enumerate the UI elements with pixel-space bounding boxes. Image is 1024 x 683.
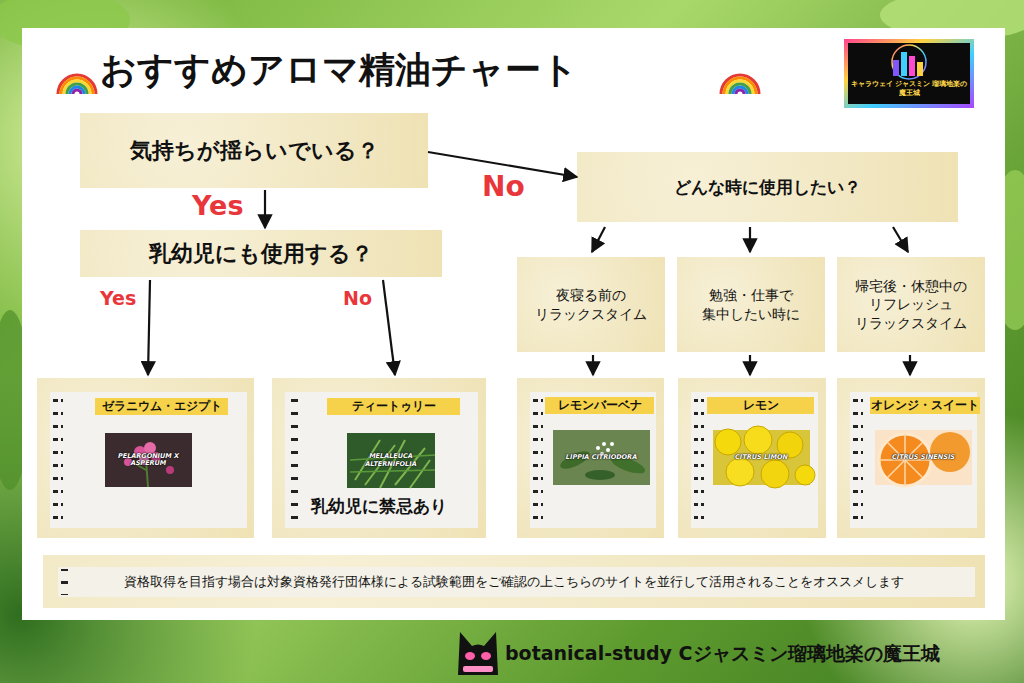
logo	[846, 41, 972, 106]
oil-name: ティートゥリー	[327, 398, 460, 415]
flow-arrow	[383, 280, 395, 375]
flow-arrow	[909, 355, 911, 375]
oil-name: ゼラニウム・エジプト	[95, 398, 228, 415]
botanical-name: CITRUS LIMON	[713, 430, 810, 485]
rainbow-icon	[58, 75, 96, 94]
flow-arrow	[592, 227, 605, 252]
oil-card: ティートゥリー MELALEUCA ALTERNIFOLIA 乳幼児に禁忌あり	[272, 378, 486, 538]
caution-note: 乳幼児に禁忌あり	[272, 494, 486, 518]
flow-arrow	[148, 280, 150, 375]
chart-title: おすすめアロマ精油チャート	[100, 46, 578, 95]
flow-arrow	[592, 355, 594, 375]
botanical-name: CITRUS SINENSIS	[875, 430, 972, 485]
scene-box: 帰宅後・休憩中の リフレッシュ リラックスタイム	[837, 257, 985, 352]
oil-card: ゼラニウム・エジプト PELARGONIUM X ASPERUM	[37, 378, 254, 538]
note-band: 資格取得を目指す場合は対象資格発行団体様による試験範囲をご確認の上こちらのサイト…	[43, 555, 985, 608]
node-text: 勉強・仕事で 集中したい時に	[687, 286, 815, 322]
node-text: どんな時に使用したい？	[674, 176, 861, 199]
rainbow-icon	[721, 75, 759, 94]
flow-arrow	[264, 190, 266, 228]
oil-card: レモンバーベナ LIPPIA CITRIODORA	[517, 378, 664, 538]
branch-label: No	[343, 287, 372, 309]
branch-label: Yes	[100, 287, 136, 309]
botanical-name: MELALEUCA ALTERNIFOLIA	[347, 433, 435, 488]
flow-arrow	[749, 355, 751, 375]
botanical-name: PELARGONIUM X ASPERUM	[105, 433, 192, 487]
node-text: 帰宅後・休憩中の リフレッシュ リラックスタイム	[847, 277, 975, 332]
oil-card: オレンジ・スイート CITRUS SINENSIS	[837, 378, 985, 538]
node-text: 乳幼児にも使用する？	[149, 239, 373, 269]
oil-name: レモンバーベナ	[545, 397, 654, 414]
flow-arrow	[749, 227, 751, 252]
logo-text: キャラウェイ ジャスミン 瑠璃地楽の魔王城	[848, 80, 970, 98]
oil-name: レモン	[707, 397, 814, 414]
scene-box: 勉強・仕事で 集中したい時に	[677, 257, 825, 352]
question-box: 気持ちが揺らいでいる？	[80, 113, 428, 188]
question-box: どんな時に使用したい？	[577, 152, 958, 222]
white-panel	[22, 28, 1005, 620]
branch-label: Yes	[192, 190, 243, 221]
oil-card: レモン CITRUS LIMON	[678, 378, 826, 538]
node-text: 夜寝る前の リラックスタイム	[527, 286, 655, 322]
cat-icon	[458, 632, 498, 675]
flow-arrow	[893, 227, 908, 252]
node-text: 気持ちが揺らいでいる？	[130, 136, 379, 166]
botanical-name: LIPPIA CITRIODORA	[553, 430, 650, 485]
site-name: botanical-study Cジャスミン瑠璃地楽の魔王城	[505, 641, 1015, 666]
node-text: 資格取得を目指す場合は対象資格発行団体様による試験範囲をご確認の上こちらのサイト…	[124, 573, 904, 591]
scene-box: 夜寝る前の リラックスタイム	[517, 257, 665, 352]
question-box: 乳幼児にも使用する？	[80, 230, 442, 277]
branch-label: No	[482, 170, 525, 203]
oil-name: オレンジ・スイート	[870, 397, 980, 414]
